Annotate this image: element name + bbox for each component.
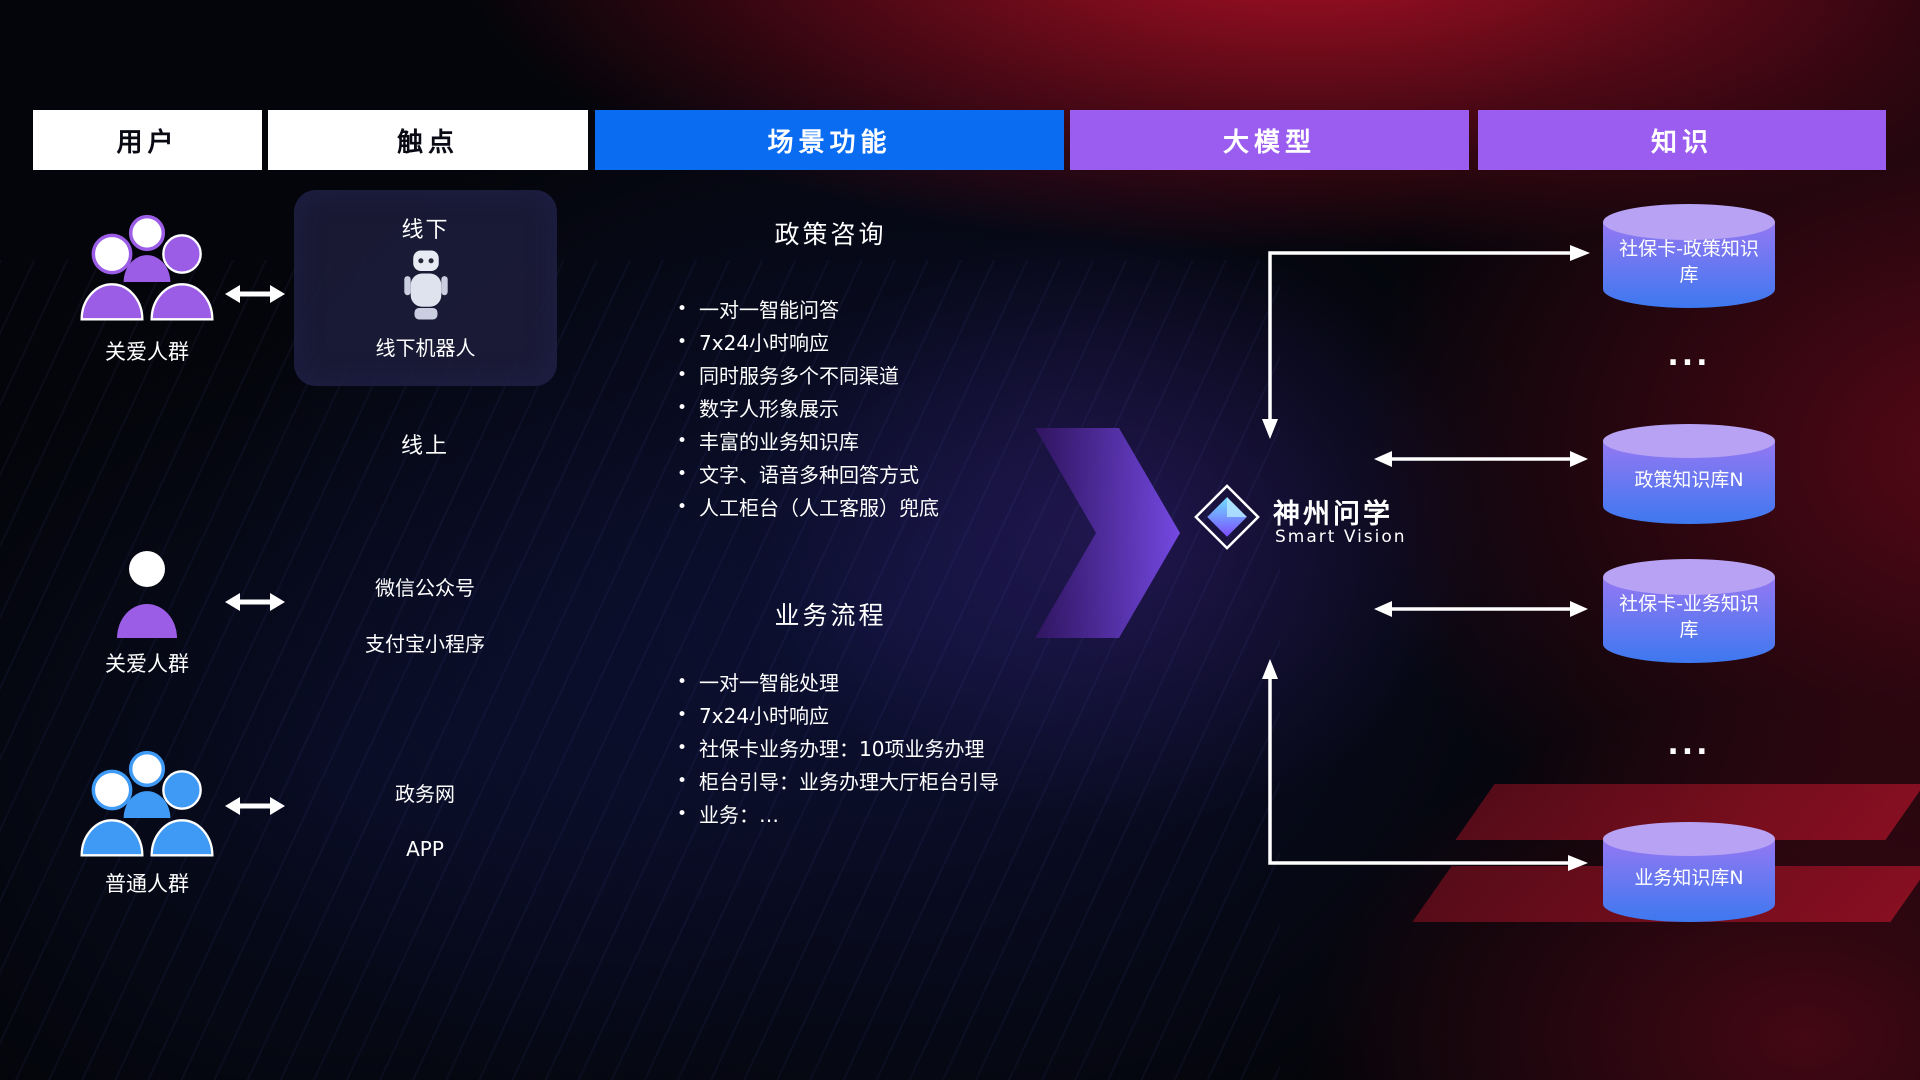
user-single-purple-icon (112, 548, 182, 640)
bidirectional-arrow-icon (225, 282, 285, 306)
user-group-label: 关爱人群 (105, 652, 189, 676)
online-title: 线上 (400, 434, 449, 459)
bidirectional-arrow-icon (225, 794, 285, 818)
db-label: 政策知识库N (1634, 469, 1744, 492)
header-label: 大模型 (1222, 127, 1316, 158)
brand-name: 神州问学 (1273, 499, 1393, 530)
connector-double-arrow-2 (1374, 597, 1588, 621)
connector-top-elbow-arrow (1258, 241, 1592, 441)
ellipsis-top: ... (1667, 338, 1711, 373)
database-business-socialcard-icon: 社保卡-业务知识库 (1601, 557, 1777, 665)
channel-wechat: 微信公众号 (375, 576, 475, 600)
connector-bottom-elbow-arrow (1258, 655, 1592, 871)
header-column-model: 大模型 (1070, 110, 1469, 170)
scenario-item: 7x24小时响应 (677, 698, 999, 731)
user-group-label: 关爱人群 (105, 340, 189, 364)
bidirectional-arrow-icon (225, 590, 285, 614)
header-column-knowledge: 知识 (1478, 110, 1886, 170)
header-label: 知识 (1650, 127, 1713, 158)
scenario-item: 一对一智能问答 (677, 292, 939, 325)
brand-subtitle: Smart Vision (1275, 527, 1407, 547)
scenario-policy-title: 政策咨询 (774, 220, 887, 249)
scenario-item: 文字、语音多种回答方式 (677, 457, 939, 490)
header-column-scenarios: 场景功能 (595, 110, 1064, 170)
scenario-item: 柜台引导：业务办理大厅柜台引导 (677, 764, 999, 797)
header-column-touchpoints: 触点 (268, 110, 588, 170)
db-label: 社保卡-政策知识库 (1619, 238, 1759, 286)
header-label: 触点 (396, 127, 459, 158)
brand-logo-icon (1192, 482, 1262, 552)
header-column-users: 用户 (33, 110, 262, 170)
scenario-process-title: 业务流程 (774, 601, 887, 630)
scenario-item: 一对一智能处理 (677, 665, 999, 698)
flow-arrow-icon (1035, 428, 1180, 638)
connector-double-arrow-1 (1374, 447, 1588, 471)
database-business-n-icon: 业务知识库N (1601, 820, 1777, 924)
scenario-item: 社保卡业务办理：10项业务办理 (677, 731, 999, 764)
touchpoint-offline-box: 线下 线下机器人 (294, 190, 557, 386)
header-label: 用户 (116, 127, 179, 158)
user-group-purple-icon (77, 212, 217, 324)
scenario-item: 7x24小时响应 (677, 325, 939, 358)
header-label: 场景功能 (767, 127, 892, 158)
robot-label: 线下机器人 (375, 336, 476, 360)
scenario-item: 业务：… (677, 797, 999, 830)
scenario-item: 同时服务多个不同渠道 (677, 358, 939, 391)
user-group-blue-icon (77, 748, 217, 860)
scenario-policy-list: 一对一智能问答 7x24小时响应 同时服务多个不同渠道 数字人形象展示 丰富的业… (677, 292, 939, 523)
database-policy-socialcard-icon: 社保卡-政策知识库 (1601, 202, 1777, 310)
channel-alipay: 支付宝小程序 (365, 632, 485, 656)
offline-title: 线下 (401, 218, 450, 243)
scenario-item: 数字人形象展示 (677, 391, 939, 424)
scenario-item: 丰富的业务知识库 (677, 424, 939, 457)
db-label: 社保卡-业务知识库 (1619, 593, 1759, 641)
user-group-label: 普通人群 (105, 872, 189, 896)
channel-govnet: 政务网 (395, 782, 455, 806)
database-policy-n-icon: 政策知识库N (1601, 422, 1777, 526)
scenario-item: 人工柜台（人工客服）兜底 (677, 490, 939, 523)
robot-icon (400, 248, 452, 322)
scenario-process-list: 一对一智能处理 7x24小时响应 社保卡业务办理：10项业务办理 柜台引导：业务… (677, 665, 999, 830)
channel-app: APP (406, 837, 444, 861)
ellipsis-bottom: ... (1667, 727, 1711, 762)
db-label: 业务知识库N (1634, 867, 1744, 890)
